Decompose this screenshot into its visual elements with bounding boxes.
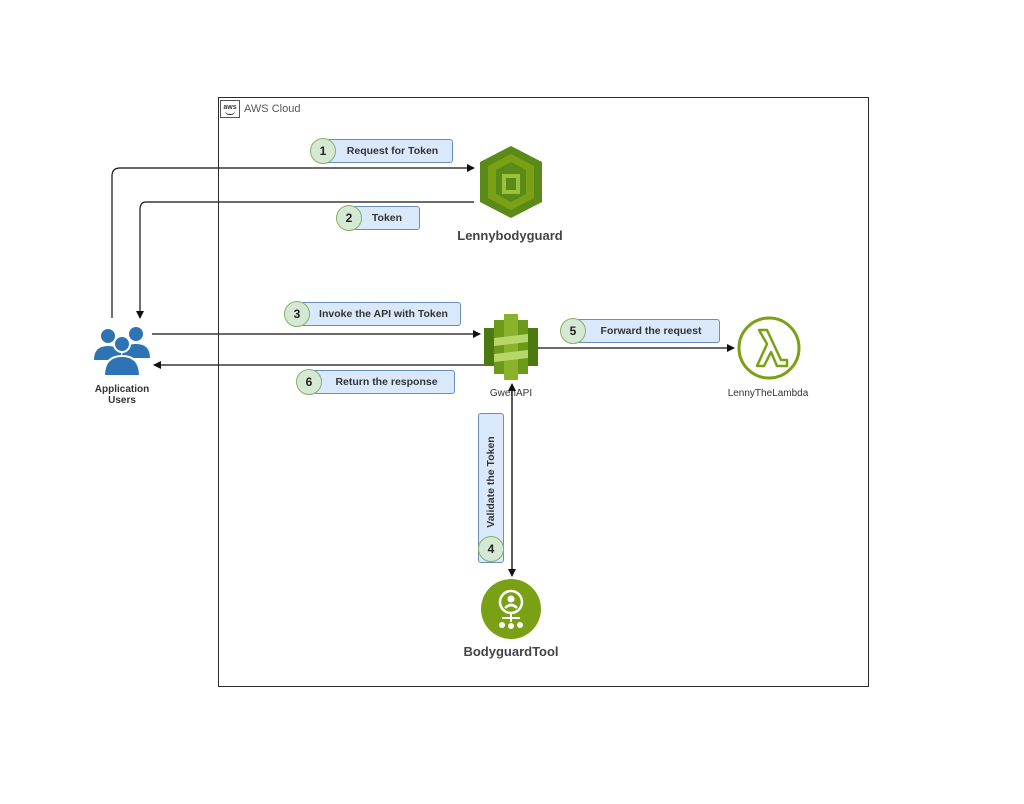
step-1-badge: 1 xyxy=(310,138,336,164)
users-icon[interactable] xyxy=(92,320,152,376)
aws-cloud-group xyxy=(218,97,869,687)
step-4-label: Validate the Token xyxy=(485,436,497,528)
bodyguard-tool-icon[interactable] xyxy=(480,578,542,640)
step-3-label: Invoke the API with Token xyxy=(319,308,448,320)
step-3-badge: 3 xyxy=(284,301,310,327)
step-3-label-box: Invoke the API with Token xyxy=(296,302,461,326)
arrow-request-token xyxy=(111,164,475,318)
users-label-line1: Application xyxy=(94,384,150,395)
step-6-label: Return the response xyxy=(335,376,438,388)
arrow-token xyxy=(136,201,474,319)
aws-cloud-title: AWS Cloud xyxy=(244,103,301,115)
step-1-label-box: Request for Token xyxy=(322,139,453,163)
users-label-line2: Users xyxy=(108,395,136,406)
step-5-badge: 5 xyxy=(560,318,586,344)
cognito-label: Lennybodyguard xyxy=(457,228,563,243)
step-1-label: Request for Token xyxy=(346,145,439,157)
api-gateway-icon[interactable] xyxy=(484,314,538,380)
step-5-label: Forward the request xyxy=(600,325,702,337)
bodyguard-tool-label: BodyguardTool xyxy=(463,644,559,659)
step-2-badge: 2 xyxy=(336,205,362,231)
aws-cloud-header: aws AWS Cloud xyxy=(220,99,300,119)
users-label: Application Users xyxy=(78,384,166,406)
lambda-label: LennyTheLambda xyxy=(727,388,809,399)
step-2-label: Token xyxy=(371,212,403,224)
aws-logo-text: aws xyxy=(223,103,237,111)
cognito-icon[interactable] xyxy=(478,144,544,220)
step-6-label-box: Return the response xyxy=(308,370,455,394)
step-6-badge: 6 xyxy=(296,369,322,395)
step-5-label-box: Forward the request xyxy=(572,319,720,343)
step-4-badge: 4 xyxy=(478,536,504,562)
aws-logo-icon: aws xyxy=(220,100,240,118)
api-label: GwenAPI xyxy=(489,388,533,399)
lambda-icon[interactable] xyxy=(737,316,801,380)
